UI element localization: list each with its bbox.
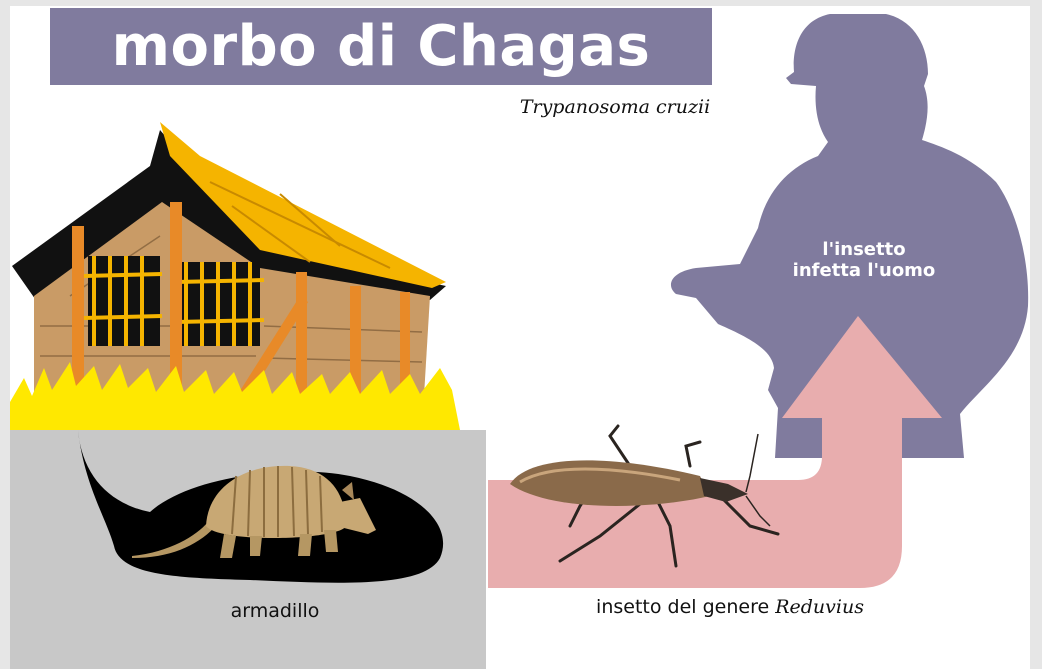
diagram-canvas: morbo di Chagas Trypanosoma cruzii l'ins… bbox=[10, 6, 1030, 669]
parasite-name: Trypanosoma cruzii bbox=[519, 96, 711, 118]
bug-label: insetto del genere Reduvius bbox=[570, 596, 890, 618]
page-title: morbo di Chagas bbox=[111, 14, 651, 79]
hut-illustration bbox=[10, 122, 460, 430]
bug-genus: Reduvius bbox=[775, 596, 864, 618]
transmission-arrow bbox=[488, 316, 942, 588]
reduvius-bug-illustration bbox=[510, 424, 780, 568]
illustration bbox=[10, 8, 1029, 669]
human-silhouette bbox=[670, 14, 1029, 458]
title-band bbox=[50, 8, 712, 85]
armadillo-illustration bbox=[132, 465, 376, 558]
human-infection-label: l'insetto infetta l'uomo bbox=[764, 239, 964, 281]
human-label-line-1: l'insetto bbox=[822, 239, 906, 260]
armadillo-label: armadillo bbox=[230, 600, 320, 622]
bug-label-prefix: insetto del genere bbox=[596, 596, 776, 618]
human-label-line-2: infetta l'uomo bbox=[792, 260, 936, 281]
